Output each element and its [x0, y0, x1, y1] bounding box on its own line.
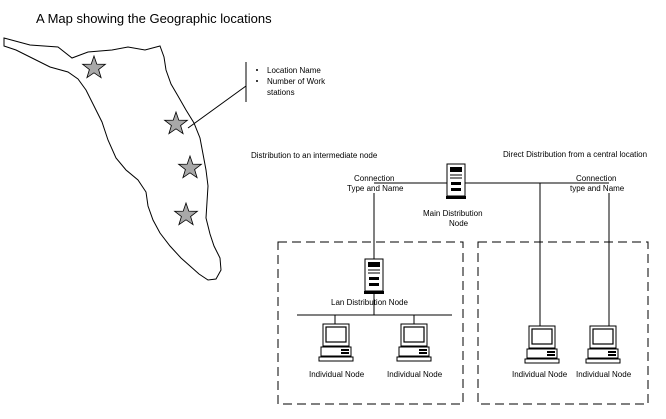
server-tower-icon — [363, 258, 385, 295]
computer-workstation-icon — [396, 323, 432, 362]
left-heading: Distribution to an intermediate node — [251, 151, 378, 160]
main-node-label-2: Node — [449, 219, 469, 228]
computer-workstation-icon — [524, 325, 560, 364]
connection-right-label-2: type and Name — [570, 184, 625, 193]
legend: Location Name Number of Work stations — [256, 66, 326, 97]
individual-node-label: Individual Node — [512, 370, 568, 379]
individual-node-label: Individual Node — [387, 370, 443, 379]
main-node-label-1: Main Distribution — [423, 209, 483, 218]
lan-node-label: Lan Distribution Node — [331, 298, 408, 307]
right-heading: Direct Distribution from a central locat… — [503, 150, 647, 159]
connection-left-label-1: Connection — [354, 174, 394, 183]
florida-map-outline — [3, 37, 222, 281]
page-title: A Map showing the Geographic locations — [36, 11, 272, 26]
direct-region-box — [477, 241, 649, 405]
connection-left-label-2: Type and Name — [347, 184, 404, 193]
computer-workstation-icon — [318, 323, 354, 362]
connection-right-label-1: Connection — [576, 174, 616, 183]
computer-workstation-icon — [585, 325, 621, 364]
legend-workstations-line2: stations — [267, 88, 295, 97]
individual-node-label: Individual Node — [576, 370, 632, 379]
callout-line — [187, 85, 247, 129]
individual-node-label: Individual Node — [309, 370, 365, 379]
server-tower-icon — [445, 163, 467, 200]
legend-location-name: Location Name — [267, 66, 321, 75]
legend-workstations-line1: Number of Work — [267, 77, 326, 86]
intermediate-region-box — [277, 241, 464, 405]
